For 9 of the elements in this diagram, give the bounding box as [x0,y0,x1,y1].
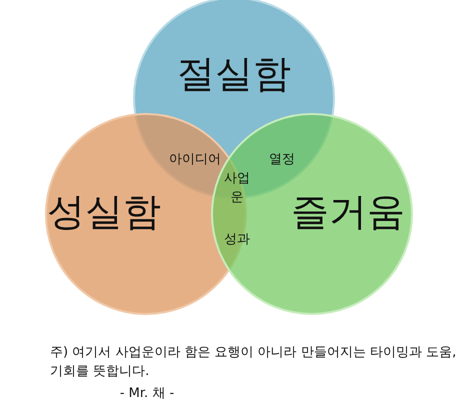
overlap-label: 열정 [269,151,295,168]
overlap-label: 아이디어 [169,151,221,168]
overlap-label: 성과 [224,231,250,248]
signature-text: - Mr. 채 - [120,385,174,402]
circle-title: 즐거움 [291,188,405,236]
circle-title: 성실함 [47,188,161,236]
center-label: 사업운 [223,170,251,207]
circle-title: 절실함 [177,50,291,98]
footnote-text: 주) 여기서 사업운이라 함은 요행이 아니라 만들어지는 타이밍과 도움, 기회를 뜻합니다. [50,344,458,381]
